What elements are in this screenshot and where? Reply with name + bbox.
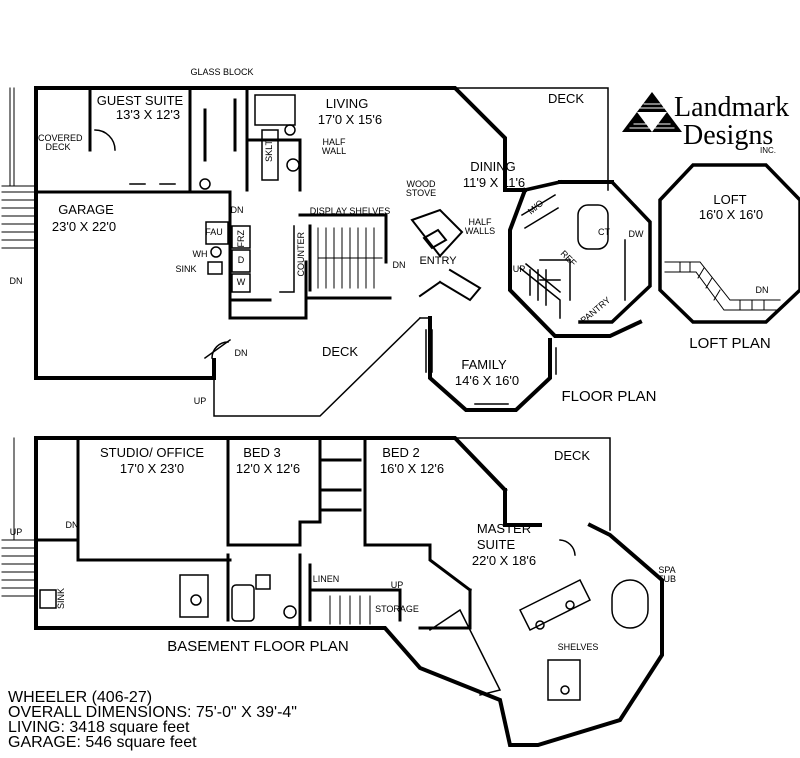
deck-top-label: DECK (547, 91, 585, 106)
loft-walls (658, 163, 800, 324)
studio-office-size: 17'0 X 23'0 (119, 461, 185, 476)
entry-area (410, 208, 482, 302)
fau-label: FAU (205, 227, 223, 237)
basement-floor-plan-title: BASEMENT FLOOR PLAN (167, 638, 349, 655)
logo-mark-lines (629, 103, 675, 129)
logo-line-1: Landmark (674, 92, 790, 123)
basement-inner-walls (34, 436, 473, 630)
kitchen-counters (518, 193, 626, 319)
garage-name: GARAGE (58, 202, 114, 217)
loft-stairs (664, 261, 781, 311)
bed2-name: BED 2 (382, 445, 420, 460)
floor-plan-title: FLOOR PLAN (561, 388, 657, 405)
skylight-label: SKLT (264, 140, 274, 162)
basement-sink-label: SINK (56, 588, 66, 610)
shelves-label: SHELVES (557, 642, 599, 652)
master-fixtures (428, 539, 649, 701)
display-shelves-label: DISPLAY SHELVES (309, 206, 391, 216)
master-suite-name: MASTER (476, 521, 532, 536)
logo-mark (622, 92, 682, 132)
linen-label: LINEN (312, 574, 340, 584)
deck-bottom-label: DECK (321, 344, 359, 359)
deck-up-label: UP (193, 396, 207, 406)
glass-block-label: GLASS BLOCK (190, 67, 254, 77)
main-bath-fixtures (94, 94, 300, 190)
living-name: LIVING (325, 96, 369, 111)
main-deck-lines (213, 87, 609, 417)
deck-dn-label: DN (234, 348, 248, 358)
stairs-dn-label: DN (392, 260, 406, 270)
storage-stairs-up-label: UP (390, 580, 404, 590)
counter-label: COUNTER (296, 232, 306, 277)
guest-suite-size: 13'3 X 12'3 (115, 107, 181, 122)
bed3-name: BED 3 (243, 445, 281, 460)
kitchen-up-label: UP (512, 264, 526, 274)
dining-size: 11'9 X 11'6 (462, 175, 526, 190)
bed2-size: 16'0 X 12'6 (379, 461, 445, 476)
wood-stove-label: WOOD STOVE (405, 179, 437, 199)
water-heater-label: WH (192, 249, 208, 259)
garage-sink-label: SINK (175, 264, 197, 274)
half-wall-label: HALF WALL (321, 137, 347, 157)
basement-deck (454, 437, 611, 531)
half-walls-label: HALF WALLS (464, 217, 496, 237)
overall-dimensions: OVERALL DIMENSIONS: 75'-0" X 39'-4" (8, 704, 297, 721)
studio-office-name: STUDIO/ OFFICE (100, 445, 204, 460)
left-stairs-dn-label: DN (9, 276, 23, 286)
dryer-label: D (237, 255, 245, 265)
cooktop-label: CT (598, 227, 610, 237)
loft-dn-label: DN (755, 285, 769, 295)
covered-deck-label: COVERED DECK (38, 133, 83, 153)
dining-name: DINING (470, 159, 516, 174)
dishwasher-label: DW (628, 229, 644, 239)
guest-suite-name: GUEST SUITE (96, 93, 184, 108)
left-stairs (1, 87, 37, 249)
family-windows (425, 329, 557, 411)
logo-line-2: Designs (683, 120, 774, 151)
garage-size: 23'0 X 22'0 (51, 219, 117, 234)
basement-storage-stairs (329, 595, 371, 625)
garage-fixtures (203, 221, 295, 360)
family-name: FAMILY (461, 357, 507, 372)
plan-name: WHEELER (406-27) (8, 689, 153, 706)
garage-dn-label: DN (230, 205, 244, 215)
bed3-size: 12'0 X 12'6 (235, 461, 301, 476)
master-suite-name-2: SUITE (476, 537, 516, 552)
family-size: 14'6 X 16'0 (454, 373, 520, 388)
main-floor-inner-walls (34, 86, 392, 320)
freezer-label: FRZ (236, 230, 246, 248)
basement-up-label: UP (9, 527, 23, 537)
washer-label: W (236, 277, 246, 287)
entry-label: ENTRY (419, 255, 457, 267)
kitchen-octagon (522, 179, 652, 324)
loft-size: 16'0 X 16'0 (698, 207, 764, 222)
garage-area: GARAGE: 546 square feet (8, 734, 197, 751)
master-suite-size: 22'0 X 18'6 (471, 553, 537, 568)
basement-deck-label: DECK (553, 448, 591, 463)
living-size: 17'0 X 15'6 (317, 112, 383, 127)
living-area: LIVING: 3418 square feet (8, 719, 190, 736)
storage-label: STORAGE (375, 604, 419, 614)
main-stairs (317, 227, 383, 289)
basement-left-stairs (1, 437, 37, 597)
basement-dn-label: DN (65, 520, 79, 530)
loft-plan-title: LOFT PLAN (689, 335, 771, 352)
basement-bath-fixtures (39, 574, 297, 622)
logo-suffix: INC. (760, 146, 776, 155)
loft-name: LOFT (713, 192, 747, 207)
spa-tub-label: SPA TUB (658, 565, 676, 585)
